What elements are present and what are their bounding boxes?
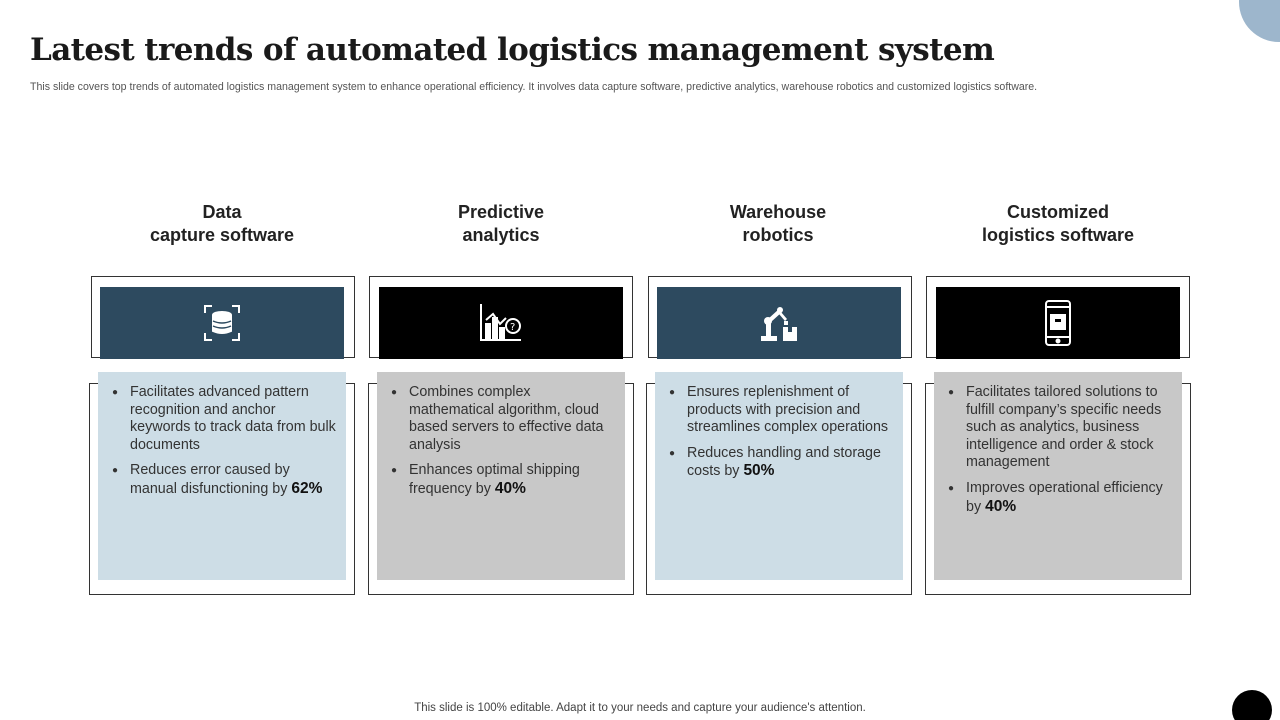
robotic-arm-icon — [761, 307, 797, 341]
icon-panel — [100, 287, 344, 359]
card-body: ●Ensures replenishment of products with … — [655, 372, 903, 580]
slide-footer: This slide is 100% editable. Adapt it to… — [414, 702, 866, 714]
icon-panel — [936, 287, 1180, 359]
bullet-point: ●Ensures replenishment of products with … — [669, 384, 889, 436]
chart-analytics-icon: ? — [480, 304, 521, 341]
decorative-circle-top — [1239, 0, 1280, 42]
card-body: ●Combines complex mathematical algorithm… — [377, 372, 625, 580]
bullet-point: ●Facilitates advanced pattern recognitio… — [112, 384, 336, 453]
bullet-point: ●Improves operational efficiency by 40% — [948, 479, 1163, 515]
card-heading: Warehouse robotics — [729, 202, 827, 245]
decorative-circle-bottom — [1232, 690, 1272, 720]
stat-value: 40% — [494, 479, 526, 497]
slide-title: Latest trends of automated logistics man… — [30, 32, 995, 68]
bullet-point: ●Reduces error caused by manual disfunct… — [112, 462, 323, 497]
stat-value: 40% — [985, 497, 1017, 515]
stat-value: 62% — [291, 479, 323, 497]
icon-panel: ? — [379, 287, 623, 359]
mobile-app-icon — [1045, 300, 1071, 346]
database-scan-icon — [204, 305, 240, 341]
bullet-point: ●Combines complex mathematical algorithm… — [391, 384, 604, 453]
card-body: ●Facilitates tailored solutions to fulfi… — [934, 372, 1182, 580]
stat-value: 50% — [743, 462, 775, 480]
card-heading: Customized logistics software — [981, 202, 1135, 245]
slide-subtitle: This slide covers top trends of automate… — [30, 81, 1038, 93]
bullet-point: ●Facilitates tailored solutions to fulfi… — [948, 384, 1162, 471]
icon-panel — [657, 287, 901, 359]
card-heading: Data capture software — [149, 202, 295, 245]
card-body: ●Facilitates advanced pattern recognitio… — [98, 372, 346, 580]
bullet-point: ●Reduces handling and storage costs by 5… — [669, 444, 881, 480]
bullet-point: ●Enhances optimal shipping frequency by … — [391, 462, 580, 497]
svg-text:?: ? — [510, 322, 515, 333]
card-heading: Predictive analytics — [457, 202, 545, 245]
